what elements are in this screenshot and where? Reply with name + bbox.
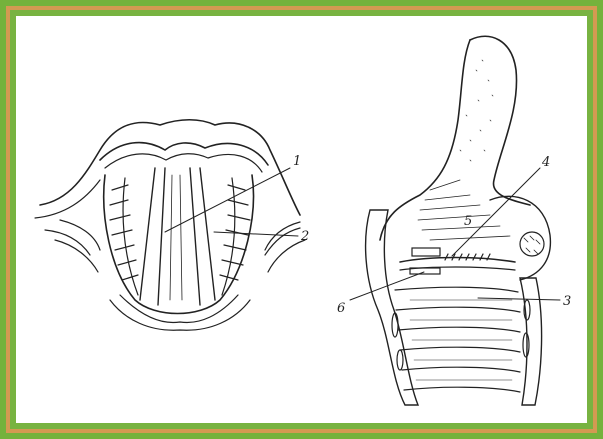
label-3: 3 xyxy=(563,294,571,309)
leader-line-1 xyxy=(165,168,290,232)
larynx-sagittal-section-figure xyxy=(366,36,551,405)
label-1: 1 xyxy=(293,154,301,169)
leader-line-3 xyxy=(478,298,560,300)
label-5: 5 xyxy=(464,214,472,229)
leader-line-4 xyxy=(452,168,540,256)
label-2: 2 xyxy=(300,229,309,244)
label-6: 6 xyxy=(337,301,345,316)
larynx-top-view-figure xyxy=(35,120,305,330)
leader-line-6 xyxy=(350,272,424,300)
label-4: 4 xyxy=(541,155,550,170)
